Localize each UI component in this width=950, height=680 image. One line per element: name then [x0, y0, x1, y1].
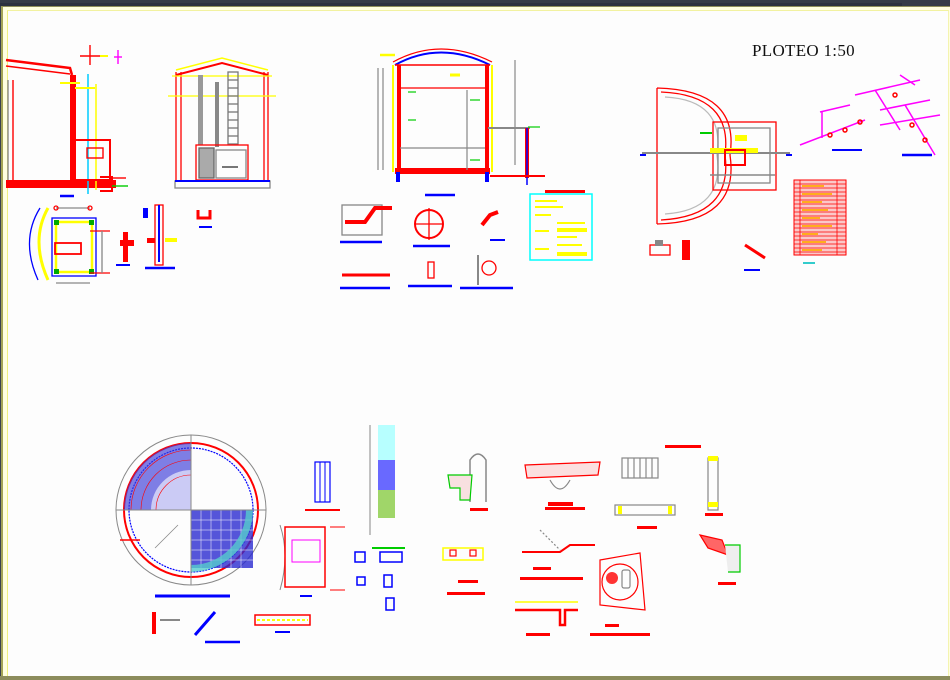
wall-details-small — [116, 204, 212, 270]
drawing-sheet-frame — [1, 6, 950, 679]
reservoir-side-section — [5, 45, 128, 198]
bottom-frame-edge — [0, 676, 950, 680]
isometric-piping — [799, 74, 941, 157]
drawing-canvas[interactable] — [7, 10, 949, 678]
top-bar-strip — [0, 3, 902, 6]
reservoir-main-section — [377, 48, 545, 197]
misc-construction-details — [442, 445, 741, 636]
valve-house-elevation — [168, 57, 276, 189]
application-top-bar — [0, 0, 950, 6]
joint-details — [340, 204, 513, 290]
technical-specs-box — [529, 190, 593, 261]
column-reinforcement — [152, 425, 405, 644]
valve-box-plan — [28, 205, 110, 284]
dome-reinforcement-plan — [115, 434, 267, 598]
bar-schedule-table — [793, 179, 847, 264]
reservoir-plan-view — [640, 87, 792, 271]
plot-scale-title: PLOTEO 1:50 — [752, 41, 855, 60]
